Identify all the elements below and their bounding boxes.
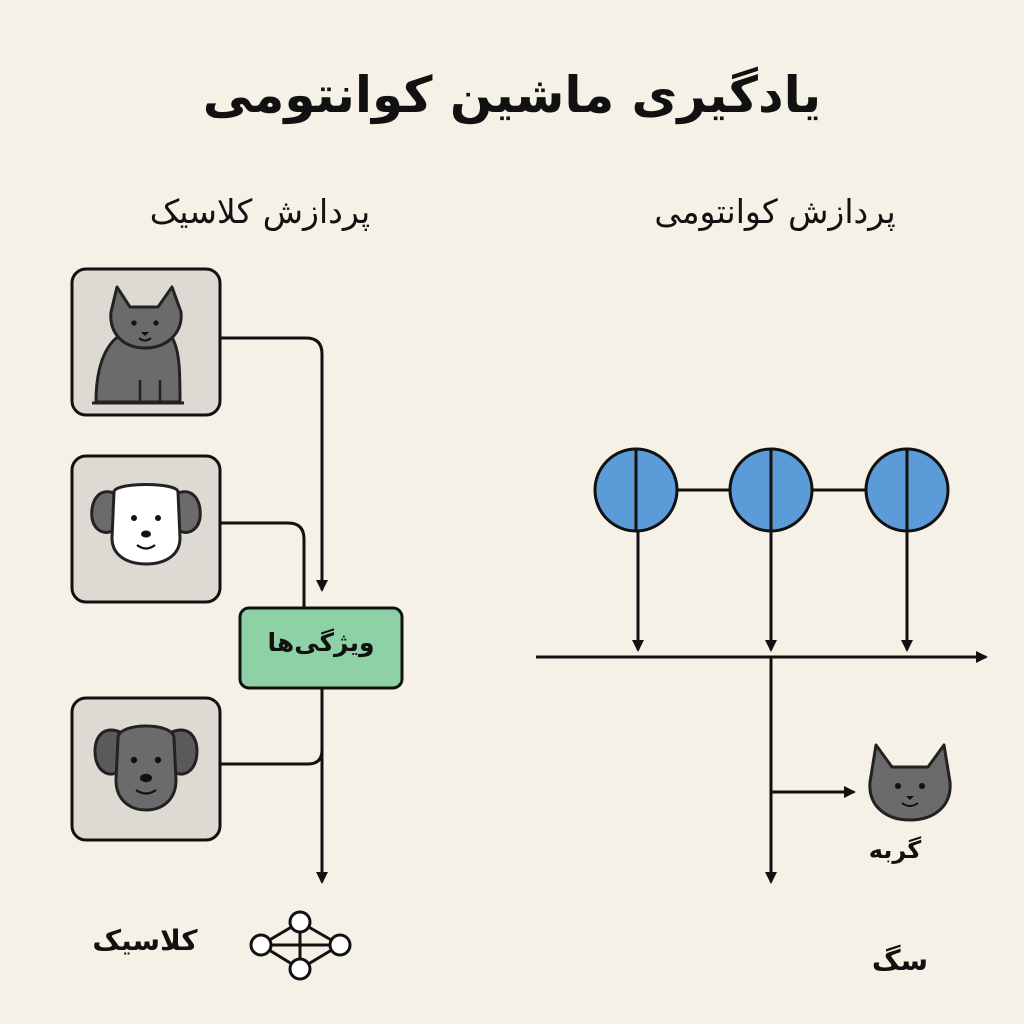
connector-cat-to-features <box>220 336 328 592</box>
cat-face-icon <box>868 743 952 822</box>
connector-light-dog-to-features <box>220 521 306 608</box>
classic-output-label: کلاسیک <box>92 924 198 957</box>
connector-dark-dog-to-trunk <box>220 688 324 766</box>
light-dog-icon <box>90 483 202 566</box>
features-box <box>238 606 404 690</box>
neural-network-icon <box>249 910 352 981</box>
dog-output-label: سگ <box>871 944 929 977</box>
cat-output-label: گربه <box>868 836 922 864</box>
qubit-icon <box>864 447 950 533</box>
features-label: ویژگی‌ها <box>267 628 375 657</box>
cat-icon <box>92 285 184 405</box>
quantum-heading: پردازش کوانتومی <box>654 192 896 231</box>
page-title: یادگیری ماشین کوانتومی <box>202 66 822 124</box>
dark-dog-icon <box>93 724 199 812</box>
qubit-icon <box>728 447 814 533</box>
classical-heading: پردازش کلاسیک <box>149 192 371 231</box>
qubit-icon <box>593 447 679 533</box>
